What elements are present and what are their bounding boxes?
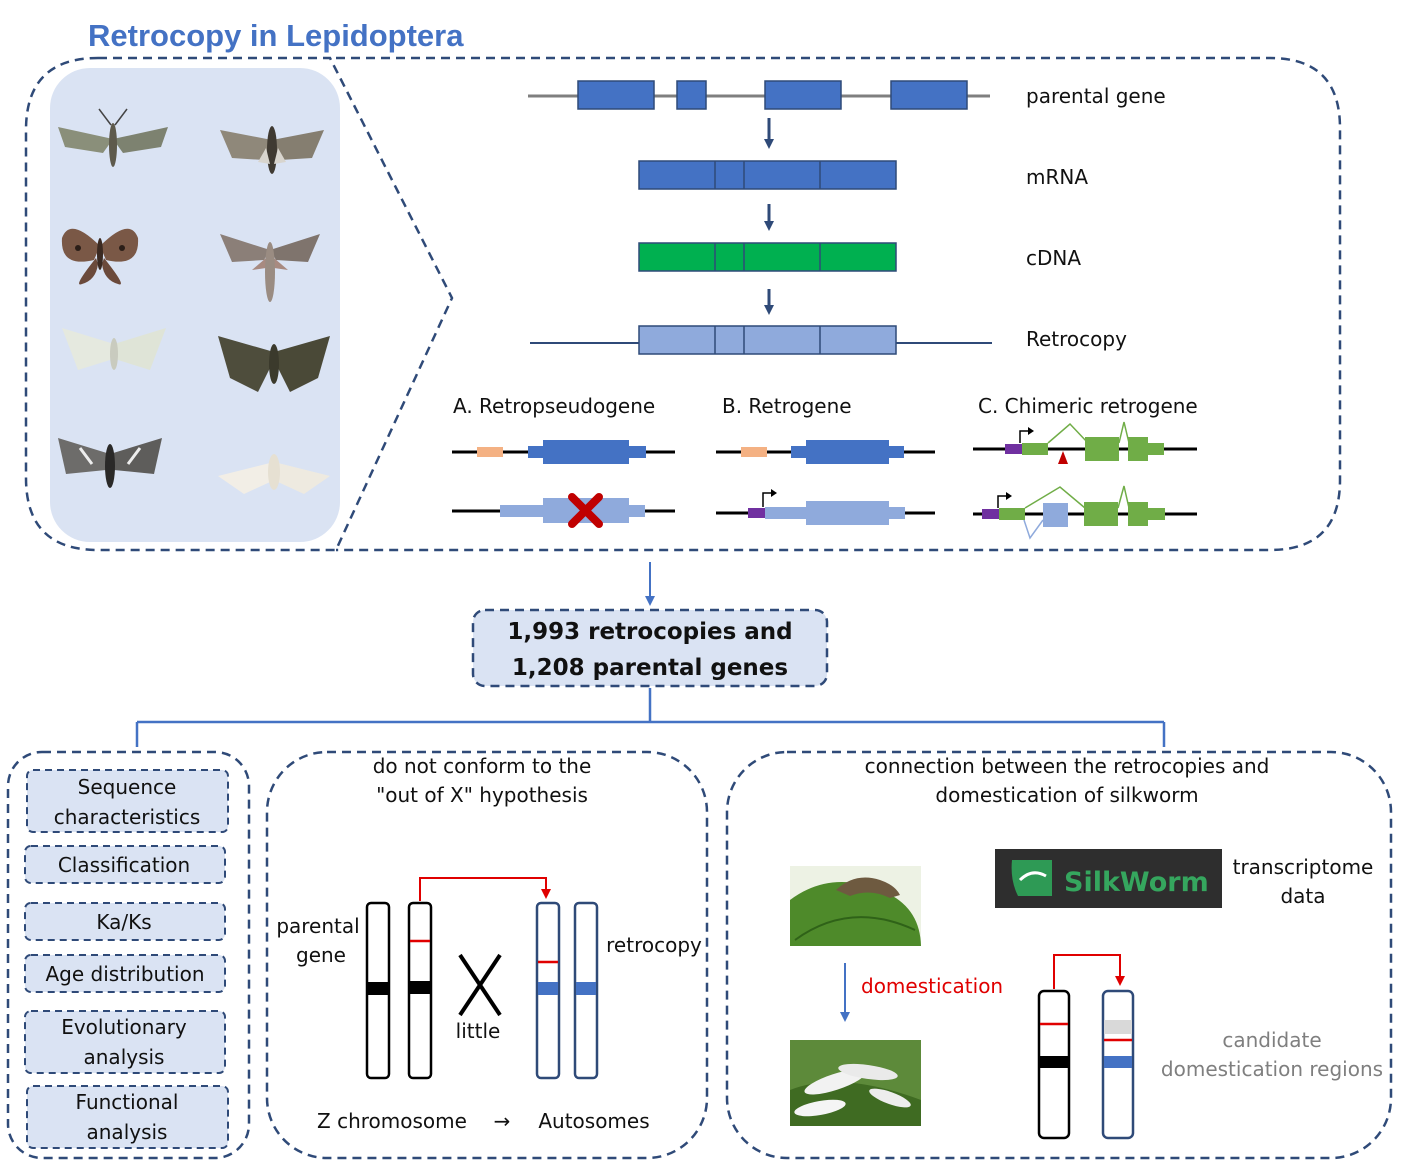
exon-3: [764, 80, 842, 110]
analysis-item-age: [24, 954, 226, 993]
autosome-1: [535, 901, 561, 1080]
outofx-title-line-1: do not conform to the: [373, 754, 592, 778]
summary-box: [471, 608, 829, 688]
label-type-c: C. Chimeric retrogene: [978, 394, 1198, 418]
analyses-frame: [6, 750, 251, 1160]
silkworm-frame: [725, 750, 1393, 1160]
summary-line-1: 1,993 retrocopies and: [507, 619, 792, 645]
retropseudogene-bottom: [452, 493, 675, 528]
label-type-a: A. Retropseudogene: [453, 394, 655, 418]
moth-5: [62, 328, 166, 370]
candidate-line-2: domestication regions: [1161, 1057, 1383, 1081]
domestication-label: domestication: [861, 974, 1003, 998]
autosome-2: [573, 901, 599, 1080]
candidate-line-1: candidate: [1222, 1028, 1321, 1052]
moth-2: [220, 126, 324, 174]
domestic-silkworm-photo: [790, 1040, 921, 1126]
analysis-item-age-label: Age distribution: [45, 962, 204, 986]
top-frame-right: [336, 56, 1342, 552]
analysis-item-sequence-line-1: Sequence: [78, 775, 177, 799]
retrogene-bottom: [716, 489, 935, 525]
analysis-list: Sequence characteristics Classification …: [24, 769, 229, 1149]
candidate-region-highlight: [1104, 1020, 1132, 1034]
analysis-item-classification-label: Classification: [58, 853, 190, 877]
silkworm-retrocopy-arrow: [1053, 954, 1125, 989]
transcriptome-line-2: data: [1280, 884, 1325, 908]
silkworm-z-chromosome: [1037, 989, 1071, 1140]
outofx-parental-line-1: parental: [276, 914, 359, 938]
analysis-item-sequence-line-2: characteristics: [54, 805, 201, 829]
outofx-frame: [265, 750, 709, 1160]
cross-icon: [458, 953, 502, 1017]
outofx-auto-label: Autosomes: [538, 1109, 649, 1133]
analysis-item-sequence: [26, 769, 229, 833]
label-parental-gene: parental gene: [1026, 84, 1166, 108]
outofx-parental-line-2: gene: [296, 943, 346, 967]
cdna-bar: [638, 242, 897, 272]
analysis-item-classification: [24, 845, 226, 884]
outofx-z-label: Z chromosome: [317, 1109, 467, 1133]
exon-2: [676, 80, 707, 110]
moth-4: [220, 234, 320, 302]
outofx-title-line-2: "out of X" hypothesis: [376, 783, 588, 807]
page-title: Retrocopy in Lepidoptera: [88, 18, 464, 53]
label-type-b: B. Retrogene: [722, 394, 852, 418]
moth-6: [218, 336, 330, 392]
wild-silkworm-photo: [790, 866, 921, 946]
analysis-item-functional-line-1: Functional: [76, 1090, 179, 1114]
silkworm-logo-text: SilkWorm: [1064, 867, 1209, 898]
z-chromosome-1: [365, 901, 391, 1080]
label-mrna: mRNA: [1026, 165, 1088, 189]
analysis-item-kaks: [24, 902, 226, 941]
analysis-item-evolutionary-line-1: Evolutionary: [61, 1015, 187, 1039]
silkworm-logo-icon: [1011, 860, 1052, 896]
analysis-item-functional: [26, 1085, 229, 1149]
exon-4: [890, 80, 968, 110]
transcriptome-line-1: transcriptome: [1233, 855, 1374, 879]
mrna-bar: [638, 160, 897, 190]
retrocopy-arrow: [419, 877, 551, 901]
chimeric-bottom: [973, 485, 1197, 540]
moth-7: [58, 438, 162, 488]
label-retrocopy: Retrocopy: [1026, 327, 1127, 351]
stop-cross-icon: [568, 493, 603, 528]
moth-panel: [50, 68, 340, 542]
analysis-item-evolutionary: [24, 1010, 226, 1074]
summary-line-2: 1,208 parental genes: [512, 655, 788, 681]
moth-8: [218, 454, 330, 494]
outofx-arrow-label: →: [494, 1109, 511, 1133]
analysis-item-functional-line-2: analysis: [87, 1120, 168, 1144]
retrocopy-bar: [638, 325, 897, 355]
analysis-item-evolutionary-line-2: analysis: [84, 1045, 165, 1069]
silkworm-autosome: [1101, 989, 1135, 1140]
outofx-retrocopy-label: retrocopy: [606, 933, 702, 957]
analysis-item-kaks-label: Ka/Ks: [96, 910, 151, 934]
retropseudogene-top: [452, 440, 675, 464]
top-frame: [24, 56, 454, 552]
outofx-little-label: little: [456, 1019, 501, 1043]
label-cdna: cDNA: [1026, 246, 1081, 270]
exon-1: [577, 80, 655, 110]
retrogene-top: [716, 440, 935, 464]
chimeric-top: [973, 421, 1197, 464]
silkworm-logo: SilkWorm: [995, 849, 1222, 908]
silkworm-title-line-1: connection between the retrocopies and: [865, 754, 1270, 778]
moth-1: [58, 108, 168, 167]
z-chromosome-2: [407, 901, 433, 1080]
moth-3: [61, 228, 139, 285]
connector-tree: [135, 688, 1166, 747]
silkworm-title-line-2: domestication of silkworm: [935, 783, 1198, 807]
